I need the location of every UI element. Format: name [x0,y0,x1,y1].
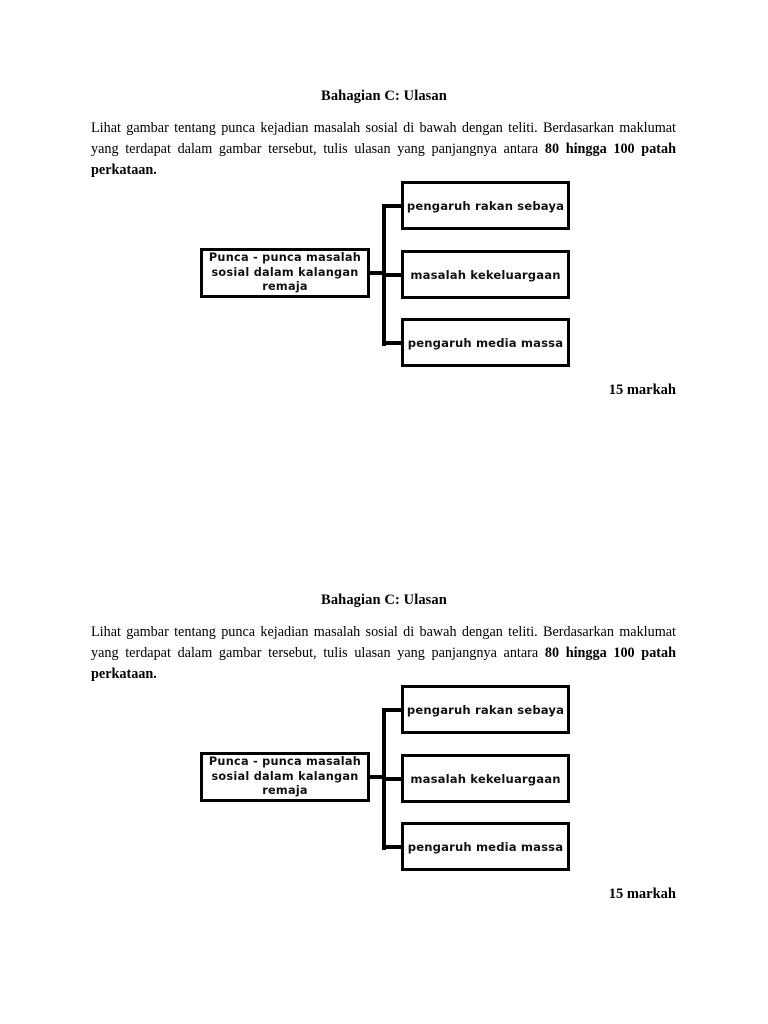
mindmap-root-node: Punca - punca masalah sosial dalam kalan… [200,248,370,298]
connector-root-lead-2 [368,775,386,779]
connector-trunk [382,207,386,346]
instruction-lead: Lihat gambar tentang punca kejadian masa… [91,120,676,157]
mindmap-branch-node-2: masalah kekeluargaan [401,250,570,299]
mindmap-branch-node-2-3: pengaruh media massa [401,822,570,871]
connector-stub-branch-1 [382,203,403,208]
mindmap-branch-node-2-1: pengaruh rakan sebaya [401,685,570,734]
mindmap-diagram: Punca - punca masalah sosial dalam kalan… [0,0,768,367]
page-title-2: Bahagian C: Ulasan [321,592,447,608]
connector-trunk-2 [382,711,386,850]
page-title: Bahagian C: Ulasan [321,88,447,104]
mindmap-branch-node-2-2: masalah kekeluargaan [401,754,570,803]
connector-stub-branch-2 [382,272,403,277]
connector-stub-branch-3 [382,340,403,345]
instruction-paragraph-2: Lihat gambar tentang punca kejadian masa… [91,622,676,685]
connector-stub-2-branch-3 [382,844,403,849]
section-2: Bahagian C: Ulasan Lihat gambar tentang … [0,504,768,1024]
mindmap-branch-node-1: pengaruh rakan sebaya [401,181,570,230]
instruction-emphasis: 80 hingga 100 patah perkataan. [91,141,676,178]
connector-stub-2-branch-1 [382,707,403,712]
mindmap-diagram-2: Punca - punca masalah sosial dalam kalan… [0,504,768,871]
instruction-paragraph: Lihat gambar tentang punca kejadian masa… [91,118,676,181]
mindmap-branch-node-3: pengaruh media massa [401,318,570,367]
instruction-emphasis-2: 80 hingga 100 patah perkataan. [91,645,676,682]
marks-allocation-2: 15 markah [608,886,676,902]
marks-allocation: 15 markah [608,382,676,398]
mindmap-root-node-2: Punca - punca masalah sosial dalam kalan… [200,752,370,802]
connector-stub-2-branch-2 [382,776,403,781]
connector-root-lead [368,271,386,275]
instruction-lead-2: Lihat gambar tentang punca kejadian masa… [91,624,676,661]
section-1: Bahagian C: Ulasan Lihat gambar tentang … [0,0,768,504]
